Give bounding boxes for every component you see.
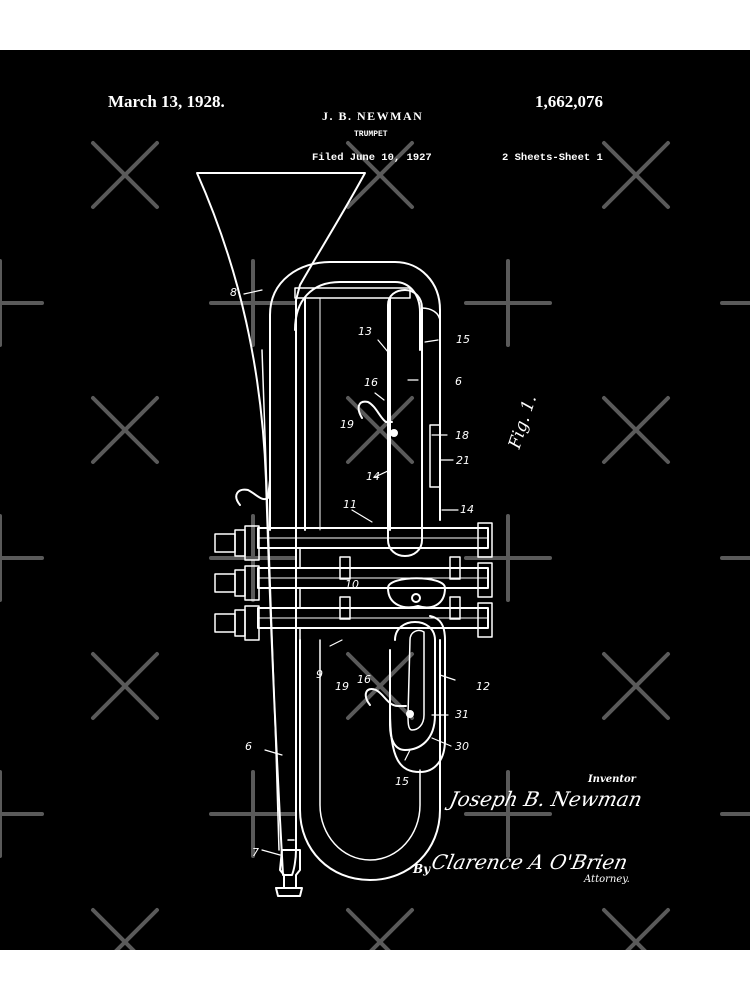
ref-numeral: 14	[366, 470, 380, 483]
ref-numeral: 10	[345, 578, 359, 591]
watermark-x-mark	[602, 652, 670, 720]
lower-slide-loop	[389, 615, 446, 773]
ref-numeral: 16	[357, 673, 371, 686]
main-tube-loop	[269, 261, 441, 521]
watermark-x-mark	[91, 141, 159, 209]
filed-date: Filed June 10, 1927	[312, 152, 432, 164]
bottom-loop	[299, 639, 441, 881]
top-brace	[294, 287, 411, 299]
watermark-x-mark	[91, 396, 159, 464]
reference-numerals: 8 13 15 16 6 19 18 14 21 11 14 10 9 16 1…	[230, 286, 490, 859]
leader-lines	[243, 289, 459, 856]
ref-numeral: 14	[460, 503, 474, 516]
inventor-caption: Inventor	[588, 774, 636, 785]
watermark-x-mark	[602, 396, 670, 464]
main-tube-loop-inner	[294, 281, 421, 351]
patent-poster: 8 13 15 16 6 19 18 14 21 11 14 10 9 16 1…	[0, 50, 750, 950]
ref-numeral: 21	[456, 454, 470, 467]
ref-numeral: 12	[476, 680, 490, 693]
ref-numeral: 31	[455, 708, 469, 721]
valve-buttons	[214, 525, 260, 641]
ref-numeral: 13	[358, 325, 372, 338]
watermark-x-mark	[346, 652, 414, 720]
trumpet-drawing	[196, 172, 493, 897]
inventor-name: J. B. NEWMAN	[322, 109, 424, 123]
thumb-hook-lower	[364, 688, 407, 707]
patent-date: March 13, 1928.	[108, 92, 225, 111]
ref-numeral: 16	[364, 376, 378, 389]
inventor-signature: Joseph B. Newman	[447, 787, 645, 811]
ref-numeral: 15	[395, 775, 409, 788]
slide-clip	[429, 424, 441, 488]
ref-numeral: 6	[455, 375, 462, 388]
watermark-x-mark	[602, 141, 670, 209]
valve-caps-right	[477, 522, 493, 638]
ref-numeral: 11	[343, 498, 357, 511]
watermark-x-mark	[114, 908, 159, 950]
attorney-signature: Clarence A O'Brien	[429, 850, 630, 874]
valve-block	[257, 527, 489, 666]
thumb-hook-upper	[357, 400, 393, 423]
ref-numeral: 7	[252, 846, 259, 859]
ref-numeral: 18	[455, 429, 469, 442]
watermark-x-mark	[91, 652, 159, 720]
ref-numeral: 6	[245, 740, 252, 753]
mouthpiece-rim	[275, 887, 303, 897]
ref-numeral: 15	[456, 333, 470, 346]
ref-numeral: 19	[340, 418, 354, 431]
patent-number: 1,662,076	[535, 92, 603, 111]
watermark-x-mark	[369, 908, 414, 950]
watermark-x-mark	[625, 908, 670, 950]
finger-hook	[235, 479, 271, 506]
watermark-x-mark	[346, 396, 414, 464]
sheet-count: 2 Sheets-Sheet 1	[502, 152, 603, 164]
patent-title: TRUMPET	[354, 130, 388, 139]
ref-numeral: 9	[316, 668, 323, 681]
attorney-caption: Attorney.	[584, 874, 630, 885]
watermark-layer	[0, 141, 750, 950]
ref-numeral: 30	[455, 740, 469, 753]
bell-inner-line	[261, 349, 280, 851]
upper-slide	[387, 289, 423, 557]
by-label: By	[413, 862, 431, 876]
ref-numeral: 19	[335, 680, 349, 693]
upper-slide-outer	[421, 307, 441, 521]
watermark-x-mark	[346, 141, 414, 209]
ref-numeral: 8	[230, 286, 237, 299]
